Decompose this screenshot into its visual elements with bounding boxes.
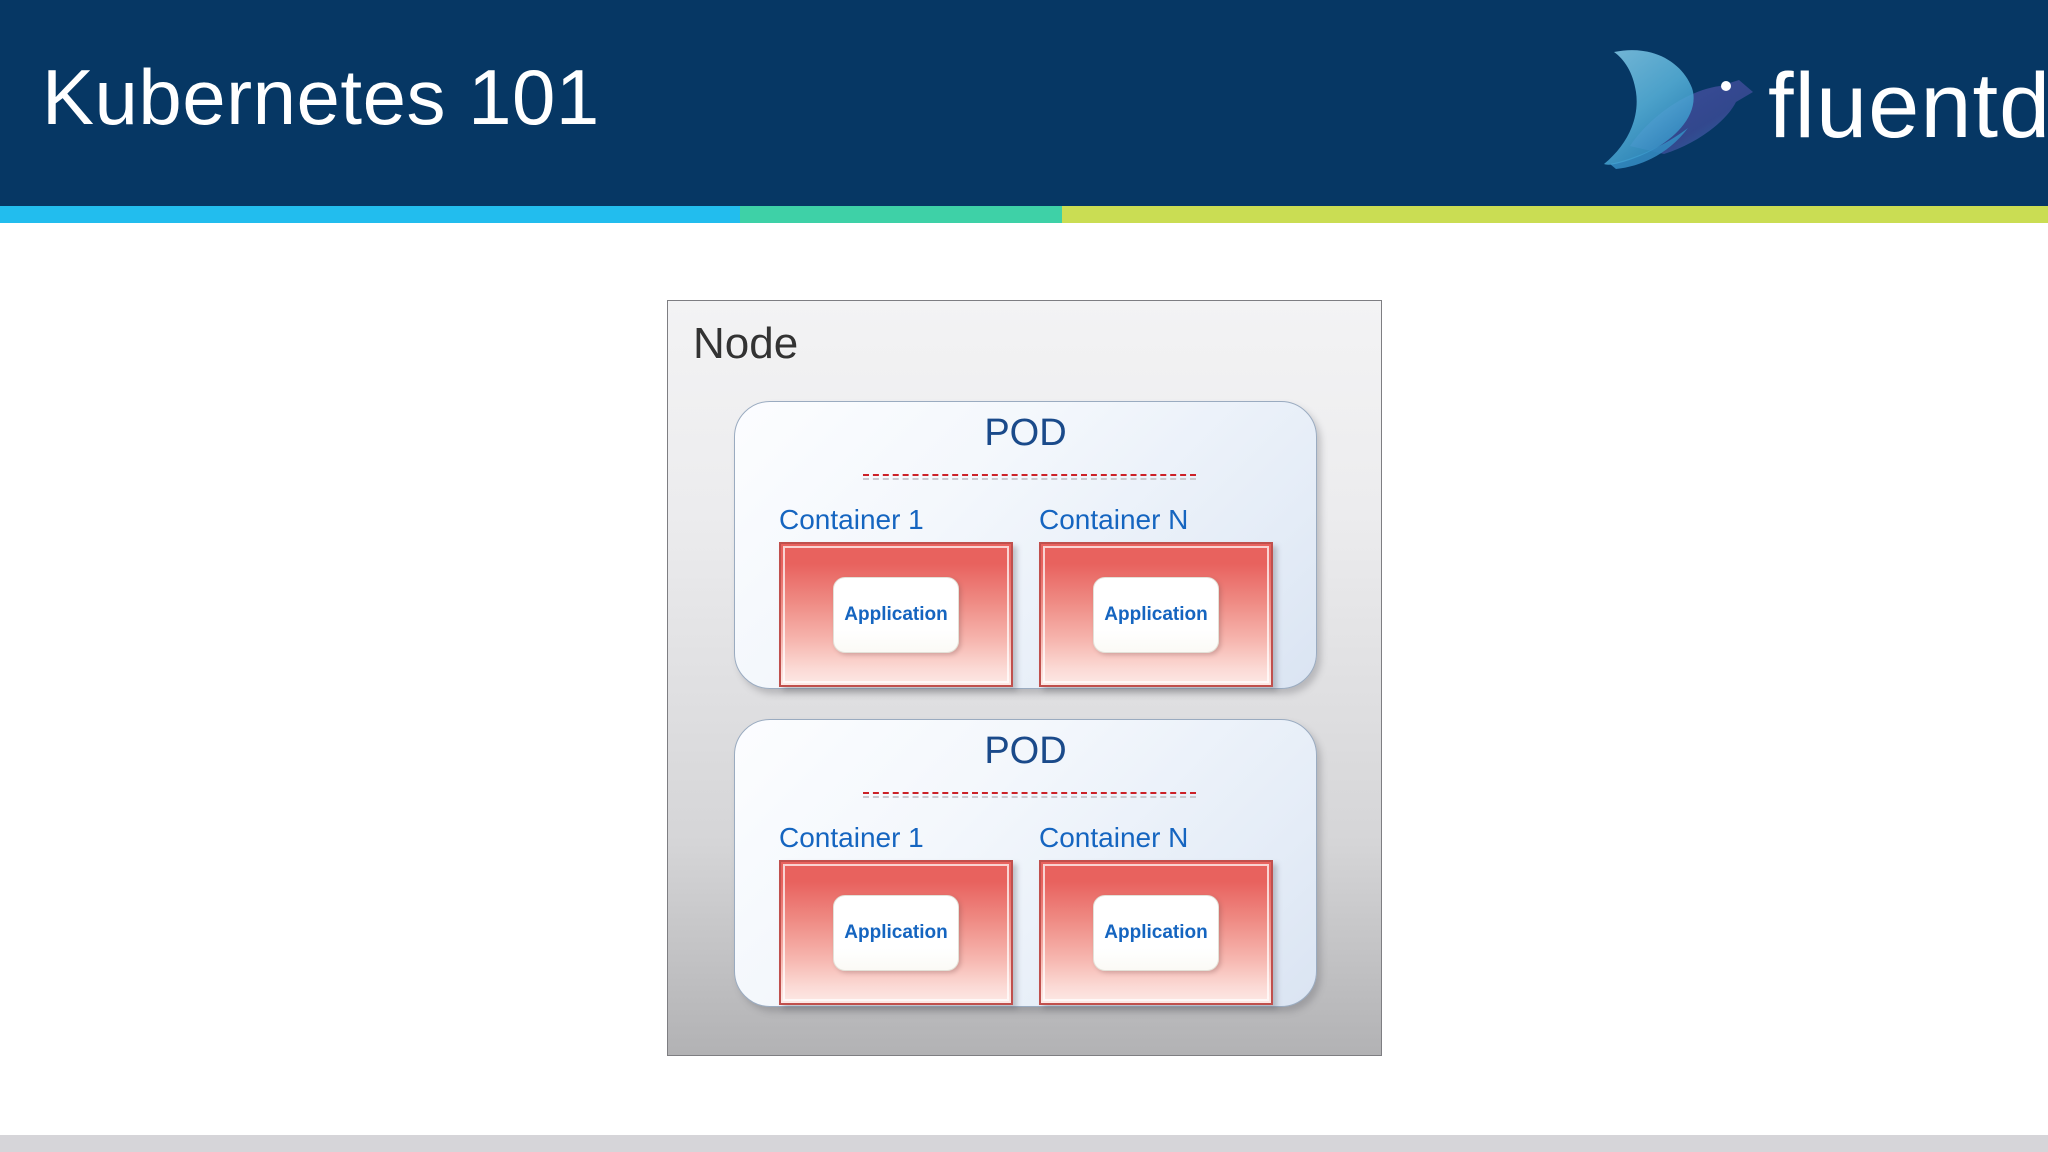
pod-title: POD — [984, 412, 1067, 454]
pod-divider — [863, 792, 1196, 798]
stripe-segment-yellow — [1062, 206, 2048, 223]
container-column-1: Container 1 Application — [779, 506, 1023, 687]
pod-title: POD — [984, 730, 1067, 772]
container-box: Application — [1039, 542, 1273, 687]
container-label: Container N — [1039, 504, 1189, 535]
application-label: Application — [844, 922, 948, 943]
container-label: Container 1 — [779, 822, 924, 853]
footer-bar — [0, 1135, 2048, 1152]
application-label: Application — [1104, 922, 1208, 943]
application-box: Application — [1093, 576, 1219, 653]
node-box: Node POD Container 1 Application Contain… — [667, 300, 1382, 1056]
slide-header: Kubernetes 101 — [0, 0, 2048, 206]
fluentd-bird-logo — [1604, 50, 1753, 169]
stripe-segment-cyan — [0, 206, 740, 223]
node-label: Node — [693, 319, 799, 368]
application-label: Application — [1104, 604, 1208, 625]
application-label: Application — [844, 604, 948, 625]
container-label: Container 1 — [779, 504, 924, 535]
container-box: Application — [779, 542, 1013, 687]
application-box: Application — [833, 576, 959, 653]
container-box: Application — [779, 860, 1013, 1005]
container-box: Application — [1039, 860, 1273, 1005]
application-box: Application — [1093, 894, 1219, 971]
fluentd-wordmark: fluentd — [1768, 55, 2048, 157]
accent-stripe — [0, 206, 2048, 223]
application-box: Application — [833, 894, 959, 971]
page-title: Kubernetes 101 — [42, 53, 600, 141]
pod-box-2: POD Container 1 Application Container N … — [734, 719, 1317, 1007]
pod-divider — [863, 474, 1196, 480]
container-column-1: Container 1 Application — [779, 824, 1023, 1005]
container-column-n: Container N Application — [1039, 506, 1283, 687]
stripe-segment-green — [740, 206, 1062, 223]
fluentd-logo: fluentd — [1600, 22, 2048, 182]
container-label: Container N — [1039, 822, 1189, 853]
pod-box-1: POD Container 1 Application Container N … — [734, 401, 1317, 689]
container-column-n: Container N Application — [1039, 824, 1283, 1005]
